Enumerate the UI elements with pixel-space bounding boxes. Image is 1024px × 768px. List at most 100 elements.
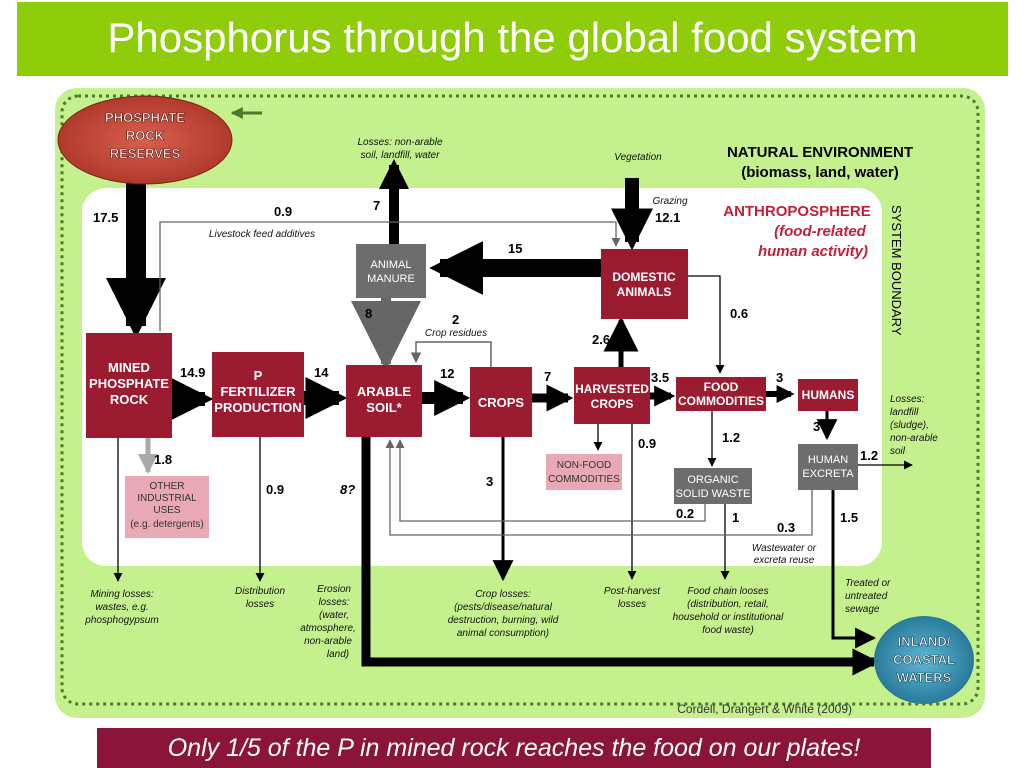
flow-mined-to-fert: 14.9: [180, 365, 205, 380]
footer-message: Only 1/5 of the P in mined rock reaches …: [167, 734, 861, 762]
natural-env-subtitle: (biomass, land, water): [741, 164, 899, 181]
svg-text:ANIMAL: ANIMAL: [371, 259, 412, 271]
arrow-excreta-reuse: [385, 439, 813, 536]
node-non-food-commodities: NON-FOOD COMMODITIES: [546, 454, 622, 490]
label-crop-losses-1: Crop losses:: [475, 589, 531, 600]
svg-text:NON-FOOD: NON-FOOD: [557, 460, 611, 471]
label-erosion-5: non-arable: [304, 636, 352, 647]
label-erosion-6: land): [327, 649, 349, 660]
flow-harvested-to-animals: 2.6: [592, 332, 610, 347]
label-erosion-2: losses:: [318, 597, 349, 608]
label-mining-losses-2: wastes, e.g.: [95, 602, 148, 613]
svg-text:PHOSPHATE: PHOSPHATE: [89, 376, 169, 391]
label-losses-landfill-1: Losses:: [890, 394, 925, 405]
node-fertilizer-production: P FERTILIZER PRODUCTION: [212, 352, 304, 437]
label-treated-3: sewage: [845, 604, 880, 615]
node-arable-soil: ARABLE SOIL*: [346, 365, 422, 437]
node-domestic-animals: DOMESTIC ANIMALS: [601, 249, 688, 319]
flow-post-harvest: 0.9: [638, 436, 656, 451]
label-erosion-1: Erosion: [317, 584, 351, 595]
flow-fert-to-soil: 14: [314, 365, 329, 380]
svg-text:EXCRETA: EXCRETA: [802, 468, 854, 480]
label-crop-losses-4: animal consumption): [457, 628, 549, 639]
flow-reserves-to-mined: 17.5: [93, 210, 118, 225]
anthro-subtitle-2: human activity): [758, 243, 868, 260]
node-harvested-crops: HARVESTED CROPS: [574, 367, 650, 424]
flow-manure-losses: 7: [373, 198, 380, 213]
flow-crops-to-harvested: 7: [544, 369, 551, 384]
svg-text:HARVESTED: HARVESTED: [575, 382, 649, 396]
flow-food-to-waste: 1.2: [722, 430, 740, 445]
svg-text:COASTAL: COASTAL: [893, 652, 955, 667]
title-bar: Phosphorus through the global food syste…: [17, 2, 1008, 76]
flow-grazing: 12.1: [655, 210, 680, 225]
label-crop-losses-3: destruction, burning, wild: [448, 615, 559, 626]
flow-animals-to-manure: 15: [508, 241, 522, 256]
label-losses-landfill-5: soil: [890, 446, 906, 457]
flow-humans-to-excreta: 3: [813, 419, 820, 434]
label-vegetation: Vegetation: [614, 152, 662, 163]
page-title: Phosphorus through the global food syste…: [107, 14, 918, 61]
label-losses-non-arable-1: Losses: non-arable: [357, 137, 442, 148]
label-distribution-2: losses: [246, 599, 274, 610]
svg-text:COMMODITIES: COMMODITIES: [548, 474, 620, 485]
node-other-industrial: OTHER INDUSTRIAL USES (e.g. detergents): [125, 476, 209, 538]
svg-text:ANIMALS: ANIMALS: [617, 285, 672, 299]
label-food-chain-2: (distribution, retail,: [687, 599, 769, 610]
flow-crop-residues: 2: [452, 312, 459, 327]
svg-text:MINED: MINED: [108, 360, 150, 375]
svg-text:P: P: [254, 368, 263, 383]
label-erosion-4: atmosphere,: [300, 623, 356, 634]
arrow-excreta-to-waters: [831, 490, 877, 649]
flow-excreta-reuse: 0.3: [777, 520, 795, 535]
flow-food-chain-losses: 1: [732, 510, 739, 525]
label-food-chain-4: food waste): [702, 625, 754, 636]
arrow-livestock-feed: [159, 221, 621, 331]
svg-text:ROCK: ROCK: [110, 392, 149, 407]
svg-text:SOIL*: SOIL*: [366, 400, 402, 415]
svg-text:PRODUCTION: PRODUCTION: [214, 400, 301, 415]
label-losses-landfill-2: landfill: [890, 407, 919, 418]
label-wastewater-1: Wastewater or: [752, 543, 817, 554]
svg-text:ARABLE: ARABLE: [357, 384, 411, 399]
flow-crop-losses: 3: [486, 474, 493, 489]
node-food-commodities: FOOD COMMODITIES: [676, 377, 766, 411]
flow-excreta-to-water: 1.5: [840, 510, 858, 525]
arrow-animals-to-food: [688, 275, 725, 374]
label-treated-1: Treated or: [845, 578, 891, 589]
label-treated-2: untreated: [845, 591, 888, 602]
node-mined-rock: MINED PHOSPHATE ROCK: [86, 333, 172, 438]
system-boundary-line: [60, 94, 980, 706]
label-food-chain-1: Food chain looses: [687, 586, 768, 597]
label-mining-losses-3: phosphogypsum: [84, 615, 158, 626]
svg-text:FERTILIZER: FERTILIZER: [220, 384, 296, 399]
natural-env-title: NATURAL ENVIRONMENT: [727, 144, 913, 161]
flow-distribution: 0.9: [266, 482, 284, 497]
svg-text:RESERVES: RESERVES: [110, 146, 181, 161]
svg-text:ORGANIC: ORGANIC: [687, 474, 738, 486]
label-wastewater-2: excreta reuse: [754, 555, 815, 566]
node-crops: CROPS: [470, 367, 532, 437]
anthro-subtitle-1: (food-related: [774, 223, 867, 240]
flow-waste-reuse: 0.2: [676, 506, 694, 521]
flow-other-industrial: 1.8: [154, 452, 172, 467]
arrow-soil-to-waters: [361, 437, 880, 676]
label-post-harvest-2: losses: [618, 599, 646, 610]
label-losses-non-arable-2: soil, landfill, water: [361, 150, 441, 161]
label-grazing: Grazing: [652, 196, 687, 207]
svg-text:MANURE: MANURE: [367, 273, 415, 285]
flow-animals-to-food: 0.6: [730, 306, 748, 321]
flow-livestock-additives: 0.9: [274, 204, 292, 219]
svg-text:CROPS: CROPS: [591, 397, 634, 411]
label-erosion-3: (water,: [319, 610, 349, 621]
svg-text:INDUSTRIAL: INDUSTRIAL: [137, 493, 197, 504]
svg-text:ROCK: ROCK: [126, 128, 165, 143]
node-animal-manure: ANIMAL MANURE: [356, 244, 426, 298]
svg-text:HUMAN: HUMAN: [808, 454, 848, 466]
svg-text:SOLID WASTE: SOLID WASTE: [676, 488, 751, 500]
label-losses-landfill-3: (sludge),: [890, 420, 929, 431]
svg-text:CROPS: CROPS: [478, 395, 525, 410]
svg-text:HUMANS: HUMANS: [802, 388, 855, 402]
label-post-harvest-1: Post-harvest: [604, 586, 661, 597]
svg-text:WATERS: WATERS: [897, 670, 952, 685]
